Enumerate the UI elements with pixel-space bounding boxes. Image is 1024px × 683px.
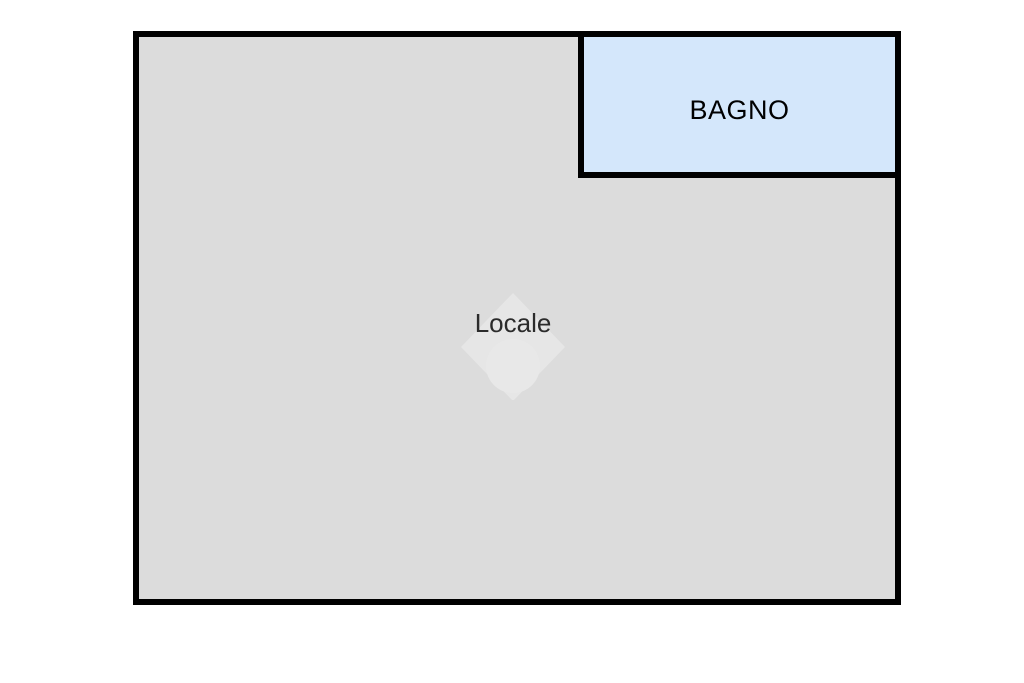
- room-label-locale: Locale: [474, 308, 552, 338]
- room-bagno[interactable]: [578, 31, 901, 178]
- room-label-bagno: BAGNO: [689, 95, 790, 125]
